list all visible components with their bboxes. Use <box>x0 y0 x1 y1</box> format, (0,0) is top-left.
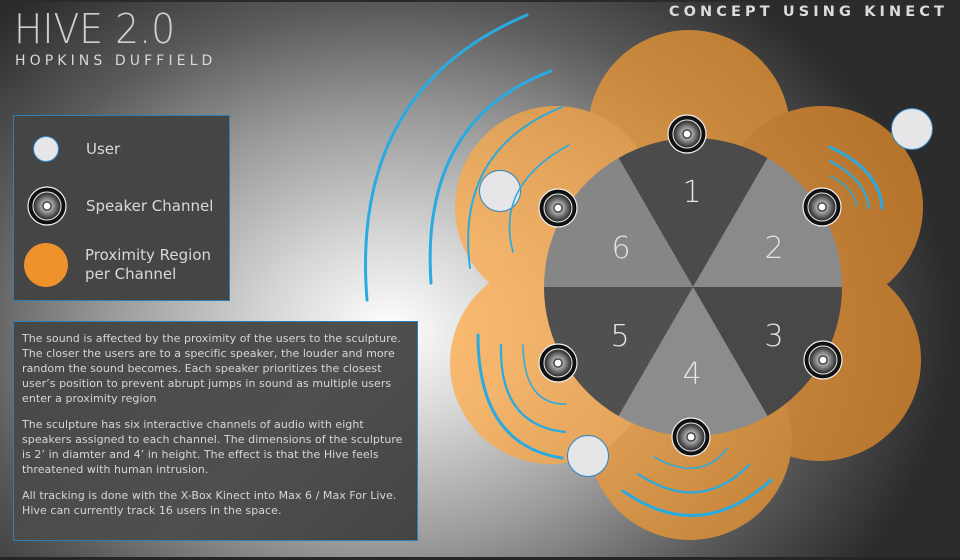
speakers <box>538 114 843 457</box>
channel-sector-3[interactable] <box>693 287 842 416</box>
speaker-icon <box>27 186 67 226</box>
legend-label-proximity-line1: Proximity Region <box>85 246 212 264</box>
speaker-channel-4[interactable] <box>671 417 711 457</box>
channel-sector-1[interactable] <box>618 138 768 287</box>
description-paragraph-1: The sound is affected by the proximity o… <box>22 332 401 405</box>
channel-label-4: 4 <box>682 357 701 392</box>
user-3[interactable] <box>567 435 609 477</box>
page-title: HIVE 2.0 <box>14 5 176 53</box>
sound-wave-ch2-mid <box>828 159 871 210</box>
legend-label-proximity-line2: per Channel <box>85 265 177 283</box>
legend-label-speaker: Speaker Channel <box>86 196 214 215</box>
sound-wave-ch2-outer <box>828 145 884 210</box>
legend-item-proximity: Proximity Region per Channel <box>24 243 211 287</box>
legend-item-speaker: Speaker Channel <box>27 186 213 226</box>
sculpture-pie: 1 2 3 4 5 6 <box>544 138 842 436</box>
users <box>479 108 933 477</box>
user-1[interactable] <box>479 170 521 212</box>
channel-label-6: 6 <box>611 231 630 266</box>
channel-sector-6[interactable] <box>544 158 693 287</box>
speaker-channel-2[interactable] <box>802 187 842 227</box>
sound-wave-left-outer <box>364 13 529 302</box>
sound-wave-left-4-overlay <box>508 144 570 253</box>
channel-sector-5[interactable] <box>544 287 693 416</box>
legend-label-user: User <box>86 139 121 158</box>
sound-wave-ch4-outer <box>621 478 773 517</box>
sound-wave-ch4-mid <box>636 463 751 494</box>
proximity-region-icon <box>24 243 68 287</box>
speaker-channel-5[interactable] <box>538 343 578 383</box>
description-paragraph-2: The sculpture has six interactive channe… <box>22 418 403 476</box>
channel-sector-4[interactable] <box>618 287 768 436</box>
user-2[interactable] <box>891 108 933 150</box>
legend-item-user: User <box>33 136 120 162</box>
top-frame-line <box>0 0 960 2</box>
speaker-channel-3[interactable] <box>803 340 843 380</box>
speaker-channel-1[interactable] <box>667 114 707 154</box>
sound-wave-ch4-inner <box>653 448 728 469</box>
channel-label-5: 5 <box>610 319 629 354</box>
channel-label-1: 1 <box>682 175 701 210</box>
description-panel: The sound is affected by the proximity o… <box>13 321 418 541</box>
sound-wave-ch5-mid <box>499 343 567 434</box>
channel-sector-2[interactable] <box>693 158 842 287</box>
description-paragraph-3: All tracking is done with the X-Box Kine… <box>22 489 397 517</box>
sound-wave-ch2-inner <box>829 175 858 207</box>
user-icon <box>33 136 59 162</box>
bottom-frame-line <box>0 557 960 560</box>
concept-tagline: CONCEPT USING KINECT <box>668 4 948 20</box>
speaker-channel-6[interactable] <box>538 188 578 228</box>
author-subtitle: HOPKINS DUFFIELD <box>15 53 217 69</box>
sound-wave-left-2 <box>428 69 553 285</box>
sound-wave-left-3 <box>467 106 563 269</box>
legend-panel: User Speaker Channel Proximity Region pe… <box>13 115 230 301</box>
sound-wave-ch5-outer <box>476 333 564 460</box>
channel-label-3: 3 <box>764 319 783 354</box>
sound-waves <box>364 13 884 517</box>
sound-wave-ch5-inner <box>522 344 567 405</box>
channel-label-2: 2 <box>764 231 783 266</box>
